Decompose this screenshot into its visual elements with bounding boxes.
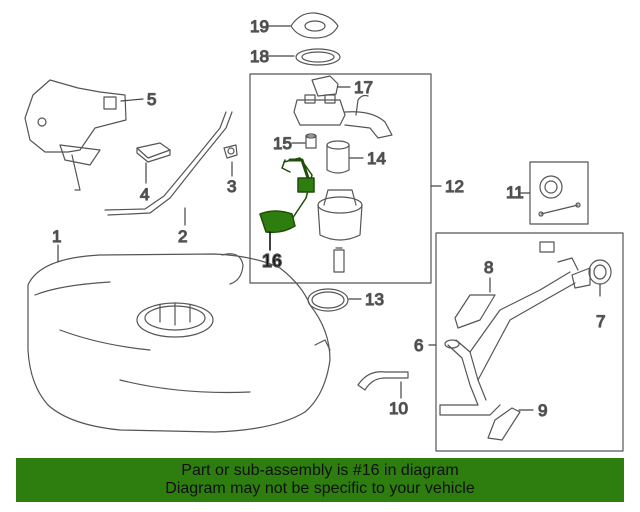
pump-element — [333, 247, 345, 273]
pump-module-head — [293, 94, 393, 139]
part-6-filler-pipe — [439, 241, 579, 416]
part-9-bracket — [487, 407, 521, 441]
part-18-ring — [295, 48, 341, 66]
callout-1: 1 — [52, 227, 61, 246]
part-14-filter — [326, 140, 350, 174]
callout-7: 7 — [596, 312, 605, 331]
part-3-clip — [223, 144, 238, 159]
fuel-system-diagram: 19 18 17 5 15 14 12 4 3 11 2 1 16 8 13 7… — [24, 12, 624, 452]
filler-pipe-box — [435, 232, 624, 452]
callout-6: 6 — [414, 336, 423, 355]
part-16-sender — [259, 157, 315, 234]
callout-16: 16 — [262, 251, 282, 271]
part-17-bracket — [311, 75, 339, 97]
leader-lines — [57, 25, 601, 411]
info-banner: Part or sub-assembly is #16 in diagram D… — [16, 458, 624, 502]
part-11-cap — [538, 175, 581, 217]
callout-9: 9 — [538, 401, 547, 420]
callout-3: 3 — [227, 177, 236, 196]
part-19-seal — [290, 12, 339, 39]
pump-assembly-box — [249, 73, 432, 284]
banner-line-1: Part or sub-assembly is #16 in diagram — [181, 462, 459, 479]
callout-11: 11 — [506, 183, 524, 202]
callout-14: 14 — [367, 149, 386, 168]
callout-17: 17 — [354, 78, 373, 97]
pump-reservoir — [317, 189, 363, 241]
callout-10: 10 — [389, 399, 408, 418]
part-8-bracket — [454, 294, 496, 329]
callout-19: 19 — [250, 17, 269, 36]
part-10-hose — [357, 371, 409, 391]
callout-15: 15 — [273, 134, 292, 153]
callout-2: 2 — [178, 227, 187, 246]
callout-5: 5 — [147, 90, 156, 109]
callout-8: 8 — [484, 258, 493, 277]
callout-13: 13 — [365, 290, 384, 309]
part-1-fuel-tank — [27, 253, 331, 433]
part-13-gasket — [307, 288, 349, 312]
part-15-plug — [305, 133, 317, 149]
callout-4: 4 — [140, 185, 149, 204]
part-7-neck — [571, 259, 612, 289]
callout-18: 18 — [250, 47, 269, 66]
part-5-heat-shield — [24, 79, 127, 191]
callout-12: 12 — [445, 177, 464, 196]
part-2-strap — [104, 111, 233, 216]
part-4-pad — [136, 142, 171, 163]
banner-line-2: Diagram may not be specific to your vehi… — [165, 480, 475, 497]
